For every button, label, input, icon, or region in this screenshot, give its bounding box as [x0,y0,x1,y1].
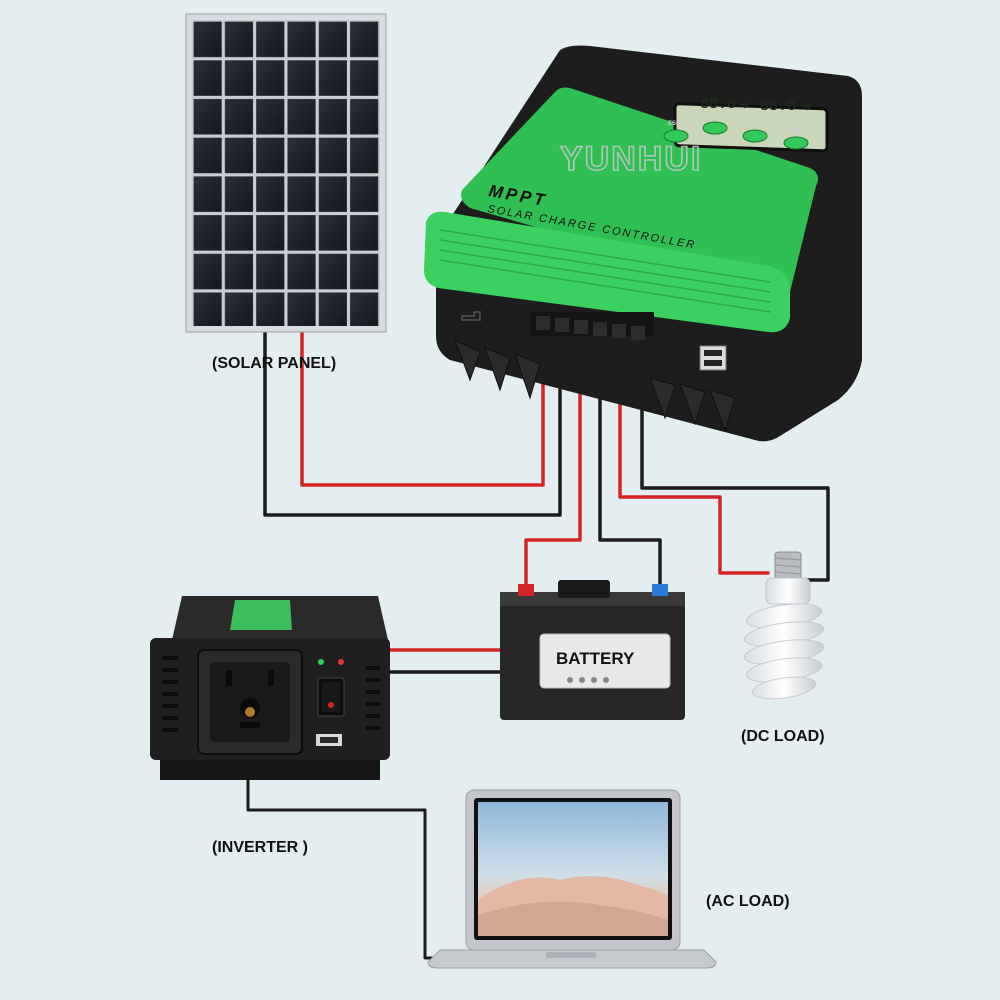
wiring [246,323,830,960]
controller-buttons: ESC SET [663,121,809,150]
esc-button-label: ESC [668,121,681,127]
ac-cable [246,778,447,960]
status-led-red [338,659,344,665]
laptop-icon [427,789,717,969]
set-button-label: SET [790,129,802,135]
esc-button[interactable] [663,129,689,143]
power-switch-icon[interactable] [317,677,345,717]
terminal-block [530,312,654,340]
up-button[interactable] [702,121,728,135]
dc-load-label: (DC LOAD) [741,728,825,745]
lcd-right-readout: 88.8 [760,98,796,115]
lcd-left-readout: 88.8 [700,96,736,113]
battery-positive-wire [524,338,582,590]
heat-sink [454,339,736,432]
inverter-label: (INVERTER ) [212,839,308,856]
battery-positive-terminal [518,584,534,596]
controller-mount-icon [461,311,481,321]
solar-positive-wire [300,323,545,487]
inverter [150,596,390,780]
battery-label: BATTERY [556,649,635,668]
lcd-arrow-2: ➜ [800,98,812,114]
usb-port-icon [699,345,727,371]
ac-load-label: (AC LOAD) [706,893,790,910]
charge-controller: 88.8 88.8 ➜ ➜ ESC SET YUNHUI MPPT SOLAR … [424,45,862,442]
load-negative-wire [640,338,830,582]
status-led-green [318,659,324,665]
inverter-usb-port[interactable] [316,734,342,746]
lcd-arrow: ➜ [738,96,750,112]
solar-panel-label: (SOLAR PANEL) [212,355,336,372]
set-button[interactable] [783,136,809,150]
ac-socket-icon [197,649,303,755]
solar-negative-wire [263,323,562,517]
brand-watermark: YUNHUI [560,140,702,178]
load-positive-wire [618,338,770,575]
solar-panel-icon [185,13,387,333]
battery-negative-wire [598,338,662,590]
battery: BATTERY [500,580,685,720]
controller-green-top [461,87,818,298]
battery-negative-terminal [652,584,668,596]
down-button[interactable] [742,129,768,143]
bulb-icon [743,551,825,700]
